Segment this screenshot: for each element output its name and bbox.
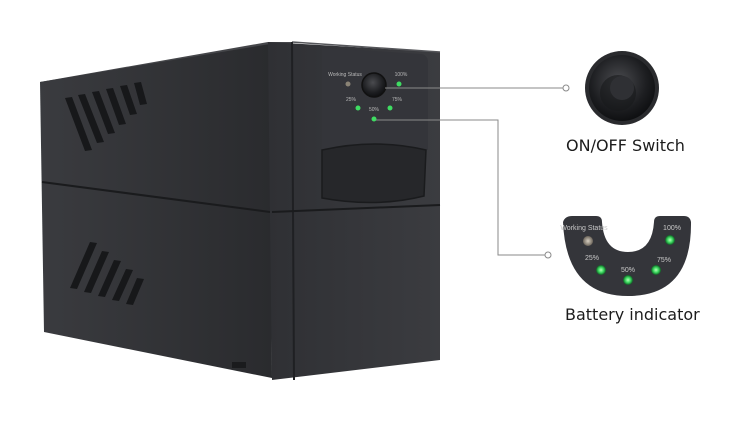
front-100-label: 100% [395,72,408,78]
front-led-25 [355,105,361,111]
battery-callout-line [376,119,548,256]
switch-zoom [585,51,659,125]
zoom-led-75 [651,265,661,275]
zoom-75-label: 75% [657,257,671,264]
power-button-on-unit[interactable] [361,72,387,98]
front-led-50 [371,116,377,122]
zoom-led-50 [623,275,633,285]
ups-body [40,41,441,381]
switch-label: ON/OFF Switch [566,136,685,155]
zoom-working-status-label: Working Status [560,225,608,232]
callout-lines [376,84,570,259]
battery-indicator-label: Battery indicator [565,305,700,324]
battery-indicator-zoom: Working Status 100% 25% 50% 75% [560,216,692,296]
front-25-label: 25% [346,97,357,103]
front-led-75 [387,105,393,111]
zoom-led-100 [665,235,675,245]
front-50-label: 50% [369,107,380,113]
front-panel: Working Status 25% 50% 75% 100% [328,72,408,122]
zoom-led-working [583,236,593,246]
zoom-50-label: 50% [621,267,635,274]
front-working-status-label: Working Status [328,72,362,78]
front-led-100 [396,81,402,87]
front-75-label: 75% [392,97,403,103]
zoom-100-label: 100% [663,225,681,232]
zoom-25-label: 25% [585,255,599,262]
front-led-working [345,81,351,87]
zoom-led-25 [596,265,606,275]
